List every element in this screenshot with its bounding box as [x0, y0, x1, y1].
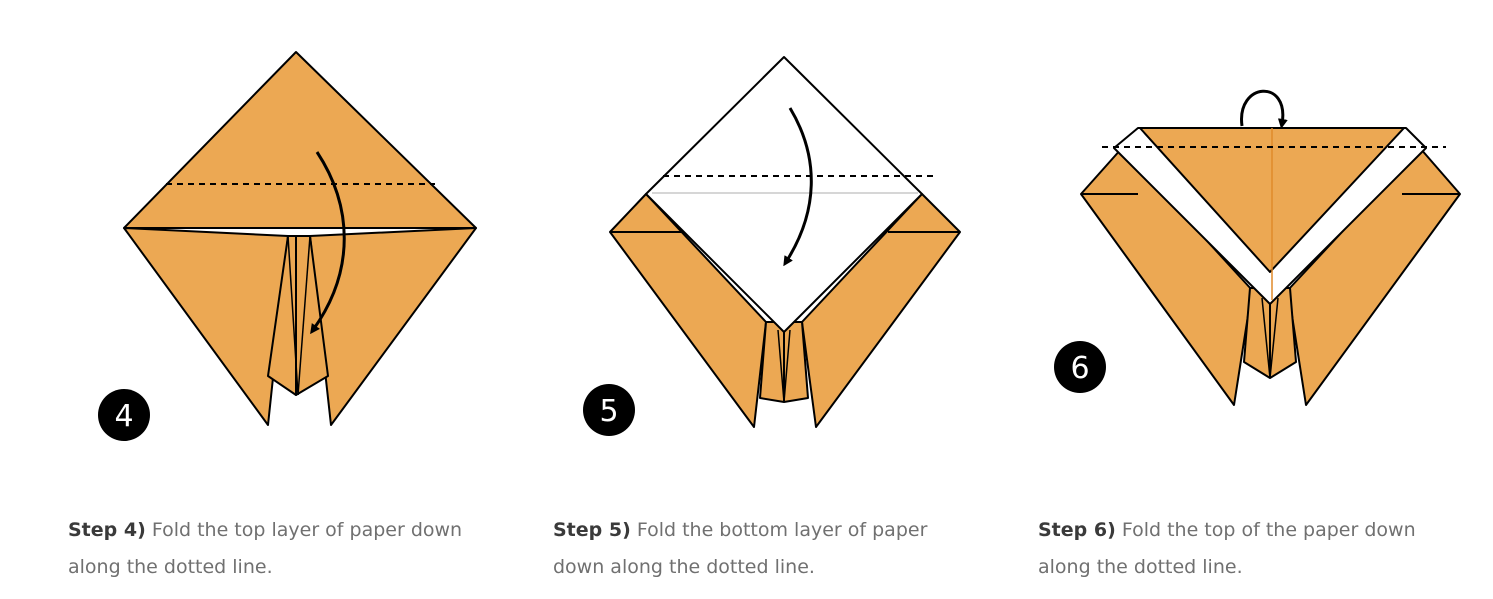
step-5-left-wing: [609, 193, 767, 428]
step-4-caption: Step 4) Fold the top layer of paper down…: [68, 512, 488, 586]
step-6-fold-arrow: [1240, 89, 1288, 129]
step-4-badge: 4: [98, 389, 150, 441]
step-6-text: Fold the top of the paper down along the…: [1038, 519, 1416, 578]
step-4-label: Step 4): [68, 519, 146, 541]
step-5-caption: Step 5) Fold the bottom layer of paper d…: [553, 512, 973, 586]
step-6-diagram: [1080, 89, 1461, 406]
step-4-left-wing: [123, 227, 289, 426]
step-4-diagram: [123, 51, 477, 426]
step-6-label: Step 6): [1038, 519, 1116, 541]
step-4-number: 4: [114, 399, 133, 434]
step-5-diagram: [609, 56, 961, 428]
step-6-caption: Step 6) Fold the top of the paper down a…: [1038, 512, 1458, 586]
step-5-label: Step 5): [553, 519, 631, 541]
step-4-fold-arrow: [310, 151, 346, 335]
step-5-number: 5: [599, 394, 618, 429]
step-4-text: Fold the top layer of paper down along t…: [68, 519, 463, 578]
step-6-badge: 6: [1054, 341, 1106, 393]
step-4-right-wing: [309, 227, 477, 426]
step-5-right-wing: [801, 193, 961, 428]
step-5-fold-arrow: [783, 107, 813, 267]
step-6-number: 6: [1070, 351, 1089, 386]
step-5-white-top-layer: [645, 56, 923, 333]
step-5-text: Fold the bottom layer of paper down alon…: [553, 519, 928, 578]
step-4-top-flap: [123, 51, 477, 229]
step-5-badge: 5: [583, 384, 635, 436]
